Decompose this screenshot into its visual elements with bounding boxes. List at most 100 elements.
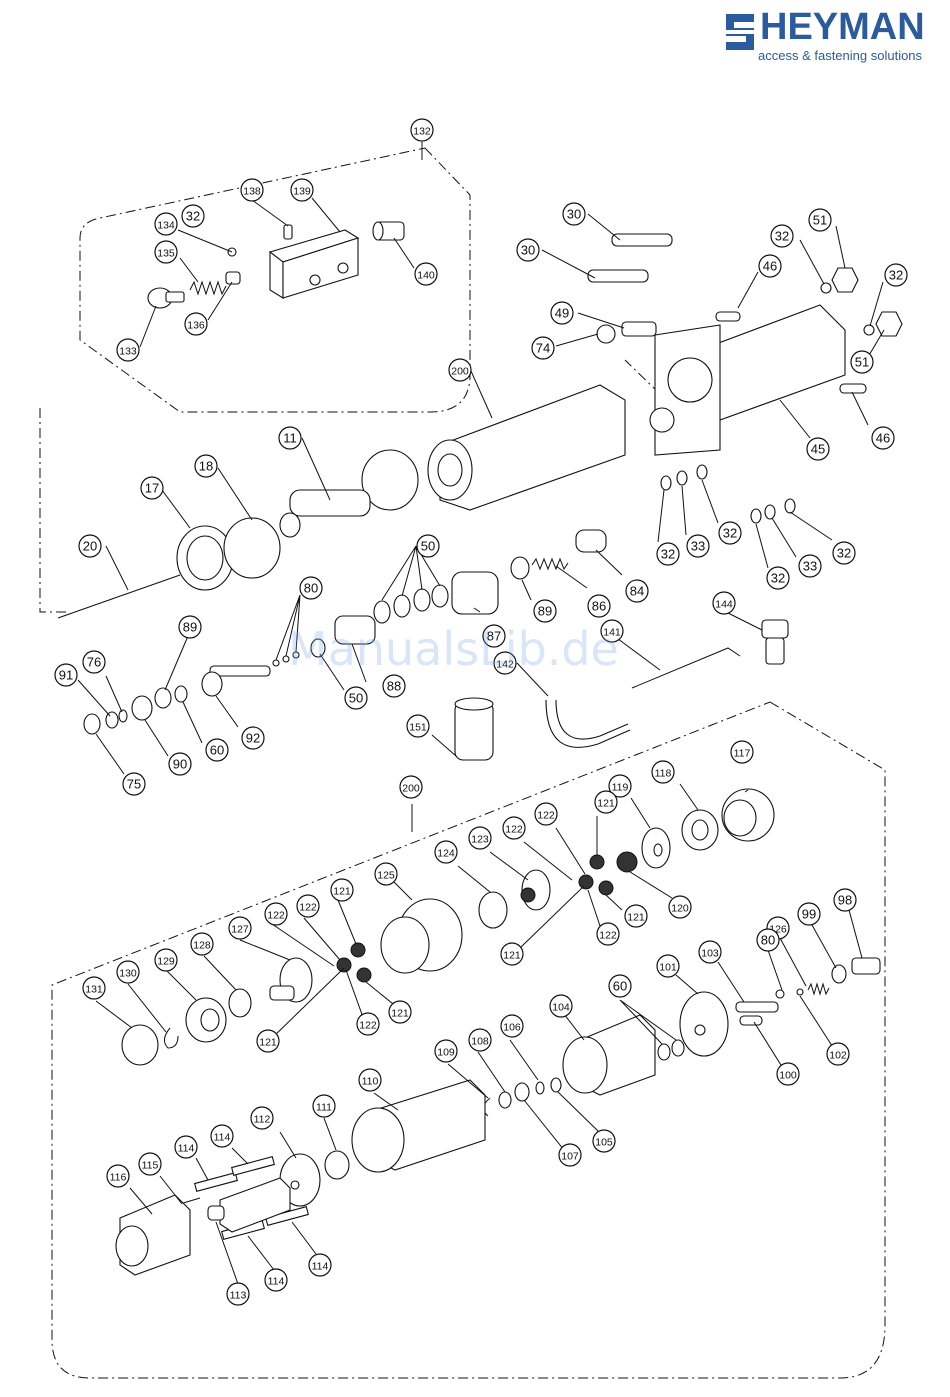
callout-label: 125	[377, 870, 395, 882]
callout-label: 116	[110, 1172, 127, 1184]
brand-tagline: access & fastening solutions	[758, 48, 923, 63]
callout-circle	[850, 350, 874, 374]
callout-circle	[388, 1000, 412, 1024]
part-119-plate	[641, 827, 671, 869]
callout-circle	[154, 212, 178, 236]
callout-circle	[656, 542, 680, 566]
callout-circle	[668, 895, 692, 919]
part-102-ball	[796, 988, 804, 996]
callout-label: 32	[186, 209, 200, 224]
callout-label: 132	[413, 126, 431, 138]
part-89-oring-b	[154, 687, 172, 709]
callout-circle	[154, 948, 178, 972]
callout-c98: 98	[833, 888, 857, 912]
callout-label: 124	[437, 848, 455, 860]
callout-label: 122	[299, 902, 317, 914]
part-107-bearing	[514, 1082, 530, 1102]
callout-circle	[299, 576, 323, 600]
part-121-gear-a	[589, 854, 605, 870]
callout-c18: 18	[194, 454, 218, 478]
callout-circle	[806, 437, 830, 461]
callout-circle	[482, 624, 506, 648]
callout-label: 121	[333, 886, 351, 898]
callout-circle	[592, 1129, 616, 1153]
part-30-tube-b	[587, 269, 649, 283]
callout-circle	[871, 426, 895, 450]
callout-c88: 88	[382, 674, 406, 698]
callout-label: 80	[761, 933, 775, 948]
callout-c92: 92	[241, 726, 265, 750]
callout-circle	[718, 521, 742, 545]
part-84-valve	[575, 529, 607, 553]
callout-c80b: 80	[756, 928, 780, 952]
part-51-nut-a	[831, 267, 859, 293]
callout-circle	[406, 714, 430, 738]
callout-label: 74	[536, 341, 550, 356]
callout-c122e: 122	[264, 902, 288, 926]
part-92-shaft	[201, 665, 271, 697]
callout-c151: 151	[406, 714, 430, 738]
part-200-motor-housing	[427, 384, 626, 511]
callout-circle	[181, 204, 205, 228]
callout-label: 102	[829, 1050, 847, 1062]
callout-circle	[600, 619, 624, 643]
callout-circle	[308, 1253, 332, 1277]
callout-c115: 115	[138, 1152, 162, 1176]
callout-c87: 87	[482, 624, 506, 648]
callout-circle	[797, 902, 821, 926]
part-50-oring-3	[413, 588, 431, 612]
callout-label: 113	[230, 1290, 247, 1302]
callout-c121e: 121	[256, 1029, 280, 1053]
part-141-hex-key	[631, 647, 741, 689]
callout-label: 91	[59, 668, 73, 683]
callout-c134: 134	[154, 212, 178, 236]
callout-circle	[651, 760, 675, 784]
part-101-endplate	[679, 991, 729, 1057]
part-142-hanger	[545, 699, 631, 748]
callout-label: 60	[210, 743, 224, 758]
callout-circle	[210, 1124, 234, 1148]
callout-circle	[832, 541, 856, 565]
callout-label: 32	[837, 546, 851, 561]
part-17-ring	[176, 525, 234, 591]
callout-label: 20	[83, 539, 97, 554]
part-114-blade-d	[265, 1206, 309, 1226]
callout-circle	[500, 1014, 524, 1038]
callout-label: 130	[119, 968, 137, 980]
callout-circle	[776, 1062, 800, 1086]
callout-c122c: 122	[596, 922, 620, 946]
callout-circle	[448, 358, 472, 382]
callout-c32g: 32	[832, 541, 856, 565]
part-46-pin-a	[715, 311, 741, 322]
callout-circle	[434, 840, 458, 864]
callout-c113: 113	[226, 1282, 250, 1306]
callout-circle	[82, 976, 106, 1000]
callout-c30a: 30	[562, 202, 586, 226]
callout-c110: 110	[358, 1068, 382, 1092]
callout-c129: 129	[154, 948, 178, 972]
callout-c50a: 50	[416, 534, 440, 558]
part-33-ring-b	[764, 504, 776, 520]
callout-c121a: 121	[594, 790, 618, 814]
callout-circle	[468, 1028, 492, 1052]
callout-c30b: 30	[516, 238, 540, 262]
callout-c60a: 60	[205, 738, 229, 762]
callout-label: 123	[471, 834, 489, 846]
callout-label: 32	[775, 229, 789, 244]
callout-c46a: 46	[758, 254, 782, 278]
callout-c121c: 121	[500, 942, 524, 966]
callout-c114c: 114	[264, 1268, 288, 1292]
callout-c32c: 32	[884, 263, 908, 287]
callout-label: 32	[889, 268, 903, 283]
part-89-oring-a	[510, 556, 530, 580]
leader-lines	[77, 142, 885, 1285]
callout-c112: 112	[250, 1106, 274, 1130]
callout-c123: 123	[468, 826, 492, 850]
callout-circle	[698, 940, 722, 964]
callout-label: 106	[503, 1022, 521, 1034]
callout-label: 107	[561, 1151, 579, 1163]
callout-c46b: 46	[871, 426, 895, 450]
callout-label: 104	[552, 1002, 570, 1014]
part-151-cap	[454, 697, 494, 761]
